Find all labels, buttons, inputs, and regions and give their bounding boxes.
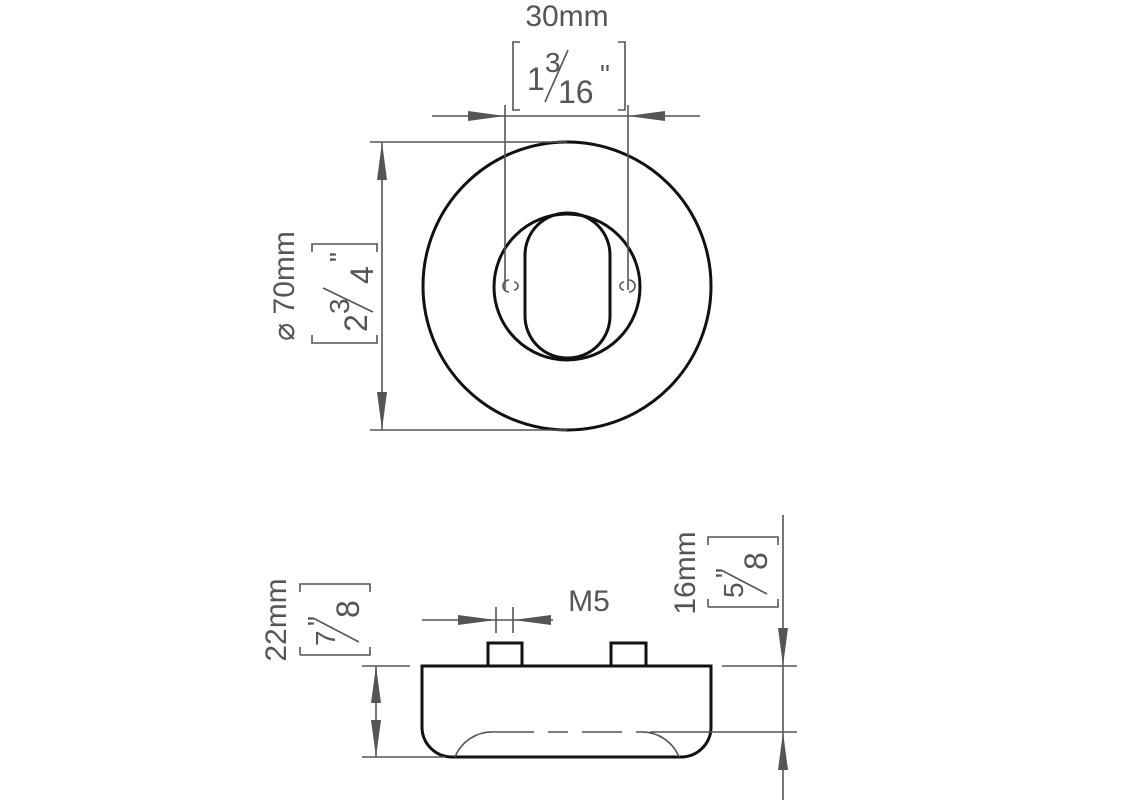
arrow-left-icon [628, 111, 665, 121]
diameter-imperial-bracket [311, 243, 378, 344]
diameter-symbol: ⌀ [268, 323, 301, 341]
width-fraction-numerator: 3 [545, 47, 561, 78]
diameter-dimension: ⌀ 70mm 2 3 4 " [268, 141, 567, 431]
screw-hole-marks [502, 279, 636, 293]
left-pin [486, 641, 524, 668]
arrow-down-icon [778, 628, 788, 666]
width-imperial-bracket [512, 41, 626, 111]
rosette-body-profile [420, 664, 713, 759]
outer-rosette-circle [421, 140, 713, 432]
height-metric-label: 22mm [260, 578, 293, 661]
diameter-fraction-whole: 2 [338, 314, 374, 332]
top-view: 30mm 1 3 16 " ⌀ 70mm 2 3 4 " [268, 0, 713, 432]
key-oval-slot [523, 211, 612, 360]
width-inch-mark: " [600, 59, 610, 90]
width-dimension: 30mm 1 3 16 " [432, 0, 700, 290]
inner-circle [492, 212, 642, 362]
depth-inch-mark: " [710, 568, 741, 578]
arrow-up-icon [377, 142, 387, 180]
diameter-inch-mark: " [324, 252, 355, 262]
diameter-fraction-numerator: 3 [324, 298, 355, 314]
depth-fraction-numerator: 5 [718, 582, 749, 598]
arrow-down-icon [371, 720, 381, 757]
arrow-up-icon [371, 666, 381, 703]
depth-metric-label: 16mm [669, 531, 702, 614]
hidden-recess-arcs [454, 731, 680, 758]
width-fraction-whole: 1 [527, 61, 545, 97]
arrow-up-icon [778, 732, 788, 770]
svg-text:⌀ 70mm: ⌀ 70mm [268, 231, 301, 341]
side-view: M5 22mm 7 8 " [260, 515, 797, 800]
thread-label: M5 [568, 585, 610, 618]
arrow-right-icon [468, 111, 505, 121]
height-dimension: 22mm 7 8 " [260, 578, 445, 758]
arrow-down-icon [377, 392, 387, 430]
diameter-metric-label: 70mm [268, 231, 301, 314]
height-imperial-bracket [299, 583, 371, 656]
arrow-right-icon [458, 615, 496, 625]
width-fraction-denominator: 16 [558, 74, 594, 110]
diameter-fraction-denominator: 4 [344, 266, 380, 284]
arrow-left-icon [513, 615, 551, 625]
height-fraction-denominator: 8 [330, 600, 366, 618]
right-pin [609, 641, 648, 668]
height-inch-mark: " [302, 616, 333, 626]
depth-imperial-bracket [707, 536, 779, 608]
width-metric-label: 30mm [525, 0, 608, 33]
depth-fraction-denominator: 8 [738, 552, 774, 570]
depth-dimension: 16mm 5 8 " [650, 515, 797, 800]
height-fraction-numerator: 7 [310, 630, 341, 646]
thread-dimension: M5 [422, 585, 610, 633]
